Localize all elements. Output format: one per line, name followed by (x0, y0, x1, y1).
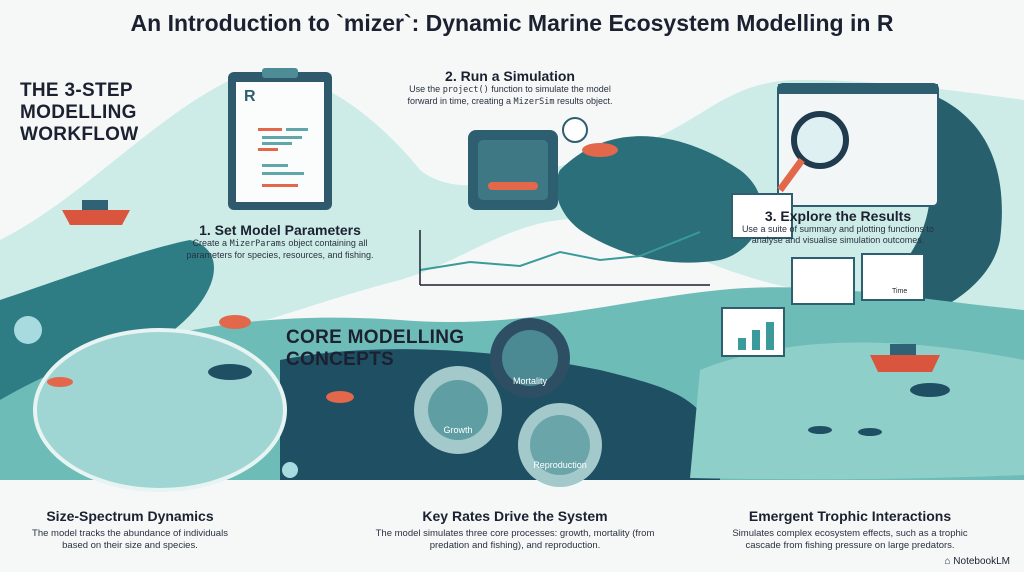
step-2-title: 2. Run a Simulation (445, 68, 575, 84)
concept-title: Emergent Trophic Interactions (748, 508, 952, 524)
workflow-heading-line: THE 3-STEP (20, 80, 133, 101)
workflow-heading-line: WORKFLOW (20, 124, 139, 145)
mini-chart-axis-label: Time (892, 288, 908, 295)
step-3-title: 3. Explore the Results (764, 208, 912, 224)
workflow-heading: THE 3-STEP MODELLING WORKFLOW (20, 80, 138, 146)
workflow-heading-line: MODELLING (20, 102, 137, 123)
gear-growth: Growth (443, 425, 473, 435)
concept-title: Key Rates Drive the System (422, 508, 608, 524)
r-logo: R (244, 88, 256, 105)
concepts-heading-line: CORE MODELLING (286, 327, 465, 348)
concept-desc: The model simulates three core processes… (375, 528, 655, 551)
brand-label: NotebookLM (953, 556, 1010, 567)
concept-size-spectrum: Size-Spectrum Dynamics The model tracks … (20, 508, 240, 552)
gear-reproduction: Reproduction (533, 460, 587, 470)
concepts-heading-line: CONCEPTS (286, 349, 394, 370)
step-2-desc: Use the project() function to simulate t… (407, 84, 613, 107)
concepts-heading: CORE MODELLING CONCEPTS (286, 327, 464, 371)
step-1-title: 1. Set Model Parameters (199, 222, 361, 238)
step-2: 2. Run a Simulation Use the project() fu… (405, 68, 615, 108)
notebooklm-logo-icon: ⌂ (944, 556, 954, 567)
notebooklm-brand: ⌂ NotebookLM (944, 556, 1010, 567)
step-3: 3. Explore the Results Use a suite of su… (738, 208, 938, 246)
step-3-desc: Use a suite of summary and plotting func… (741, 224, 935, 245)
step-1: 1. Set Model Parameters Create a MizerPa… (175, 222, 385, 261)
concept-desc: The model tracks the abundance of indivi… (32, 528, 228, 551)
gear-mortality: Mortality (512, 376, 547, 386)
concept-key-rates: Key Rates Drive the System The model sim… (375, 508, 655, 552)
concept-desc: Simulates complex ecosystem effects, suc… (732, 528, 968, 551)
step-1-desc: Create a MizerParams object containing a… (186, 238, 374, 260)
concept-title: Size-Spectrum Dynamics (46, 508, 214, 524)
concept-trophic: Emergent Trophic Interactions Simulates … (715, 508, 985, 552)
page-title: An Introduction to `mizer`: Dynamic Mari… (130, 10, 894, 36)
